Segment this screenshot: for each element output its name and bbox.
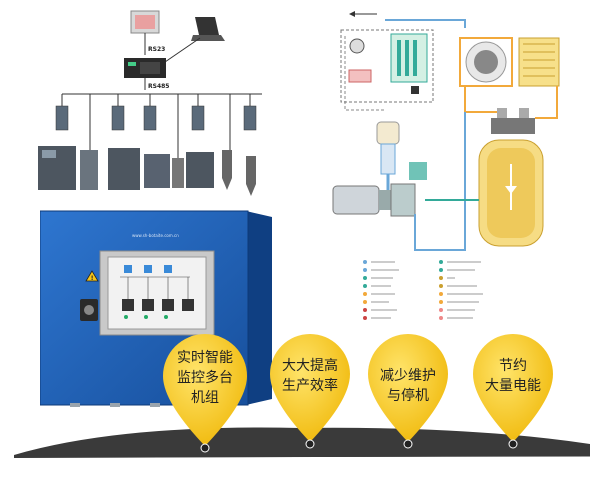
benefit-text-3: 减少维护 与停机: [366, 366, 450, 406]
controller-icon: [55, 105, 69, 131]
benefit-pin-4: [473, 334, 553, 449]
controller-icon: [111, 105, 125, 131]
warning-icon: [85, 270, 99, 282]
benefit-pin-2: [270, 334, 350, 449]
network-diagram: RS23 RS485: [38, 10, 262, 196]
hmi-panel-icon: [130, 10, 160, 34]
benefit-4-line2: 大量电能: [485, 378, 541, 394]
benefit-text-4: 节约 大量电能: [471, 356, 555, 396]
benefit-1-line3: 机组: [191, 390, 219, 406]
controller-icon: [243, 105, 257, 131]
svg-text:!: !: [91, 275, 94, 282]
benefit-1-line1: 实时智能: [177, 350, 233, 366]
compressor-flow-diagram: [332, 11, 560, 320]
benefit-2-line2: 生产效率: [282, 378, 338, 394]
controller-icon: [143, 105, 157, 131]
cabinet-website: www.sh-botaite.com.cn: [132, 233, 179, 238]
ground-line: [13, 427, 591, 458]
benefit-3-line1: 减少维护: [380, 368, 436, 384]
benefit-pins: [163, 334, 553, 453]
benefit-text-1: 实时智能 监控多台 机组: [163, 348, 247, 408]
rs485-label: RS485: [148, 83, 169, 90]
legend: [363, 260, 483, 320]
benefit-3-line2: 与停机: [387, 388, 429, 404]
compressor-units: [38, 146, 256, 196]
cabinet-graphic: !: [39, 210, 272, 407]
laptop-icon: [191, 17, 225, 41]
benefit-pin-1: [163, 334, 247, 453]
benefit-pin-3: [368, 334, 448, 449]
benefit-text-2: 大大提高 生产效率: [268, 356, 352, 396]
control-cabinet: ! www.sh-botaite.com.cn: [39, 207, 278, 407]
benefit-2-line1: 大大提高: [282, 358, 338, 374]
controller-icon: [191, 105, 205, 131]
benefit-1-line2: 监控多台: [177, 370, 233, 386]
rs232-label: RS23: [148, 46, 165, 53]
plc-icon: [124, 58, 166, 78]
benefit-4-line1: 节约: [499, 358, 527, 374]
